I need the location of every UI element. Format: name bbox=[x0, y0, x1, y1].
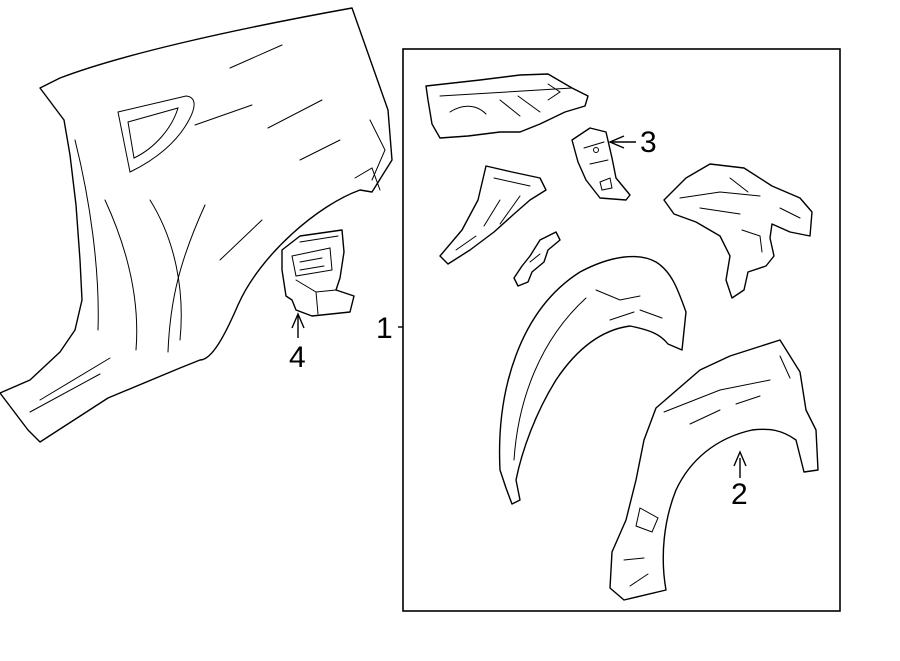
callout-3: 3 bbox=[640, 126, 657, 159]
small-clip bbox=[513, 231, 561, 287]
part-2-outer-wheelhouse bbox=[609, 339, 819, 601]
callout-4: 4 bbox=[289, 341, 306, 374]
inner-wheelhouse bbox=[498, 255, 687, 505]
arrow-3-icon bbox=[608, 135, 625, 149]
pillar-brace bbox=[439, 165, 547, 265]
rear-rail-lower bbox=[663, 163, 813, 299]
rear-rail-upper bbox=[425, 73, 589, 139]
callout-2: 2 bbox=[731, 478, 748, 511]
arrow-2-icon bbox=[733, 450, 747, 467]
part-4-bracket bbox=[281, 229, 355, 317]
part-3-bracket bbox=[571, 127, 631, 201]
quarter-panel bbox=[0, 7, 393, 443]
callout-1: 1 bbox=[376, 312, 393, 345]
assembly-frame bbox=[402, 48, 841, 612]
arrow-4-icon bbox=[291, 312, 305, 329]
